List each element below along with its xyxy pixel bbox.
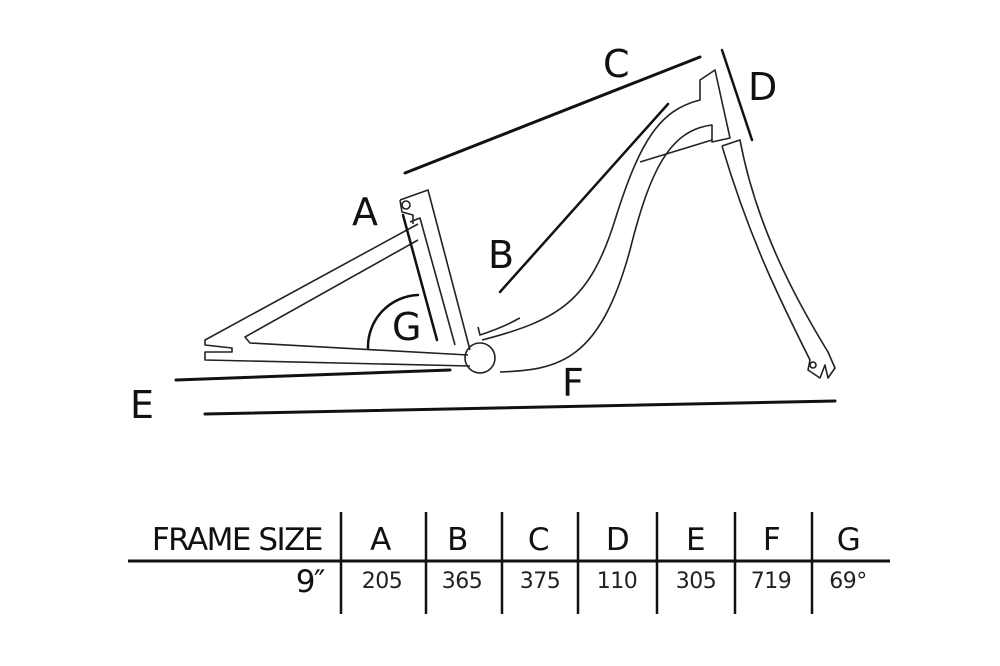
- header-a: A: [370, 522, 391, 558]
- geometry-table: FRAME SIZE A B C D E F G 9″ 205 365 375 …: [128, 512, 890, 614]
- measure-line-a: [401, 213, 439, 342]
- cell-f: 719: [751, 569, 792, 594]
- label-c: C: [603, 42, 630, 86]
- header-frame-size: FRAME SIZE: [152, 522, 322, 558]
- measure-line-b: [498, 102, 670, 294]
- bike-frame-drawing: [204, 69, 836, 379]
- label-b: B: [488, 233, 514, 277]
- cell-a: 205: [362, 569, 403, 594]
- measure-line-e: [174, 368, 452, 382]
- measurement-lines: [174, 48, 837, 416]
- measure-line-d: [720, 48, 754, 142]
- header-e: E: [686, 522, 704, 558]
- cell-g: 69°: [829, 569, 867, 594]
- angle-arc-g: [366, 293, 420, 350]
- label-g: G: [392, 305, 421, 349]
- cell-d: 110: [597, 569, 638, 594]
- header-b: B: [447, 522, 467, 558]
- label-a: A: [352, 190, 378, 234]
- cell-e: 305: [676, 569, 717, 594]
- header-c: C: [528, 522, 548, 558]
- header-d: D: [606, 522, 629, 558]
- label-d: D: [748, 65, 777, 109]
- measure-line-c: [403, 55, 702, 175]
- label-f: F: [562, 361, 584, 405]
- label-e: E: [130, 383, 154, 427]
- cell-b: 365: [442, 569, 483, 594]
- header-g: G: [837, 522, 860, 558]
- cell-frame-size: 9″: [296, 564, 325, 600]
- measure-line-f: [203, 399, 837, 416]
- header-f: F: [763, 522, 780, 558]
- cell-c: 375: [520, 569, 561, 594]
